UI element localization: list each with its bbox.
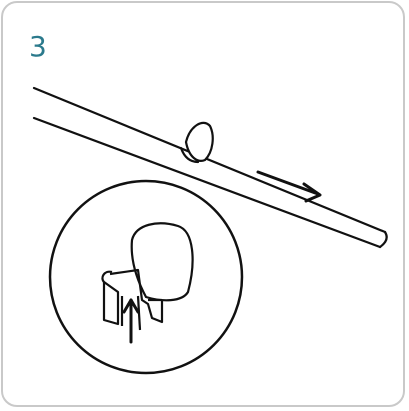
direction-arrow-right: [256, 170, 322, 203]
detail-magnifier-circle: [48, 179, 244, 375]
rail-track: [32, 86, 388, 249]
rail-bottom-edge: [32, 116, 382, 249]
step-number: 3: [29, 30, 47, 63]
rail-top-edge: [32, 86, 387, 234]
rail-slot-notch: [179, 146, 200, 164]
glider-shape: [184, 121, 214, 162]
push-up-arrow: [122, 298, 140, 344]
rail-end-cap: [378, 230, 388, 249]
clip-glider: [184, 121, 214, 162]
